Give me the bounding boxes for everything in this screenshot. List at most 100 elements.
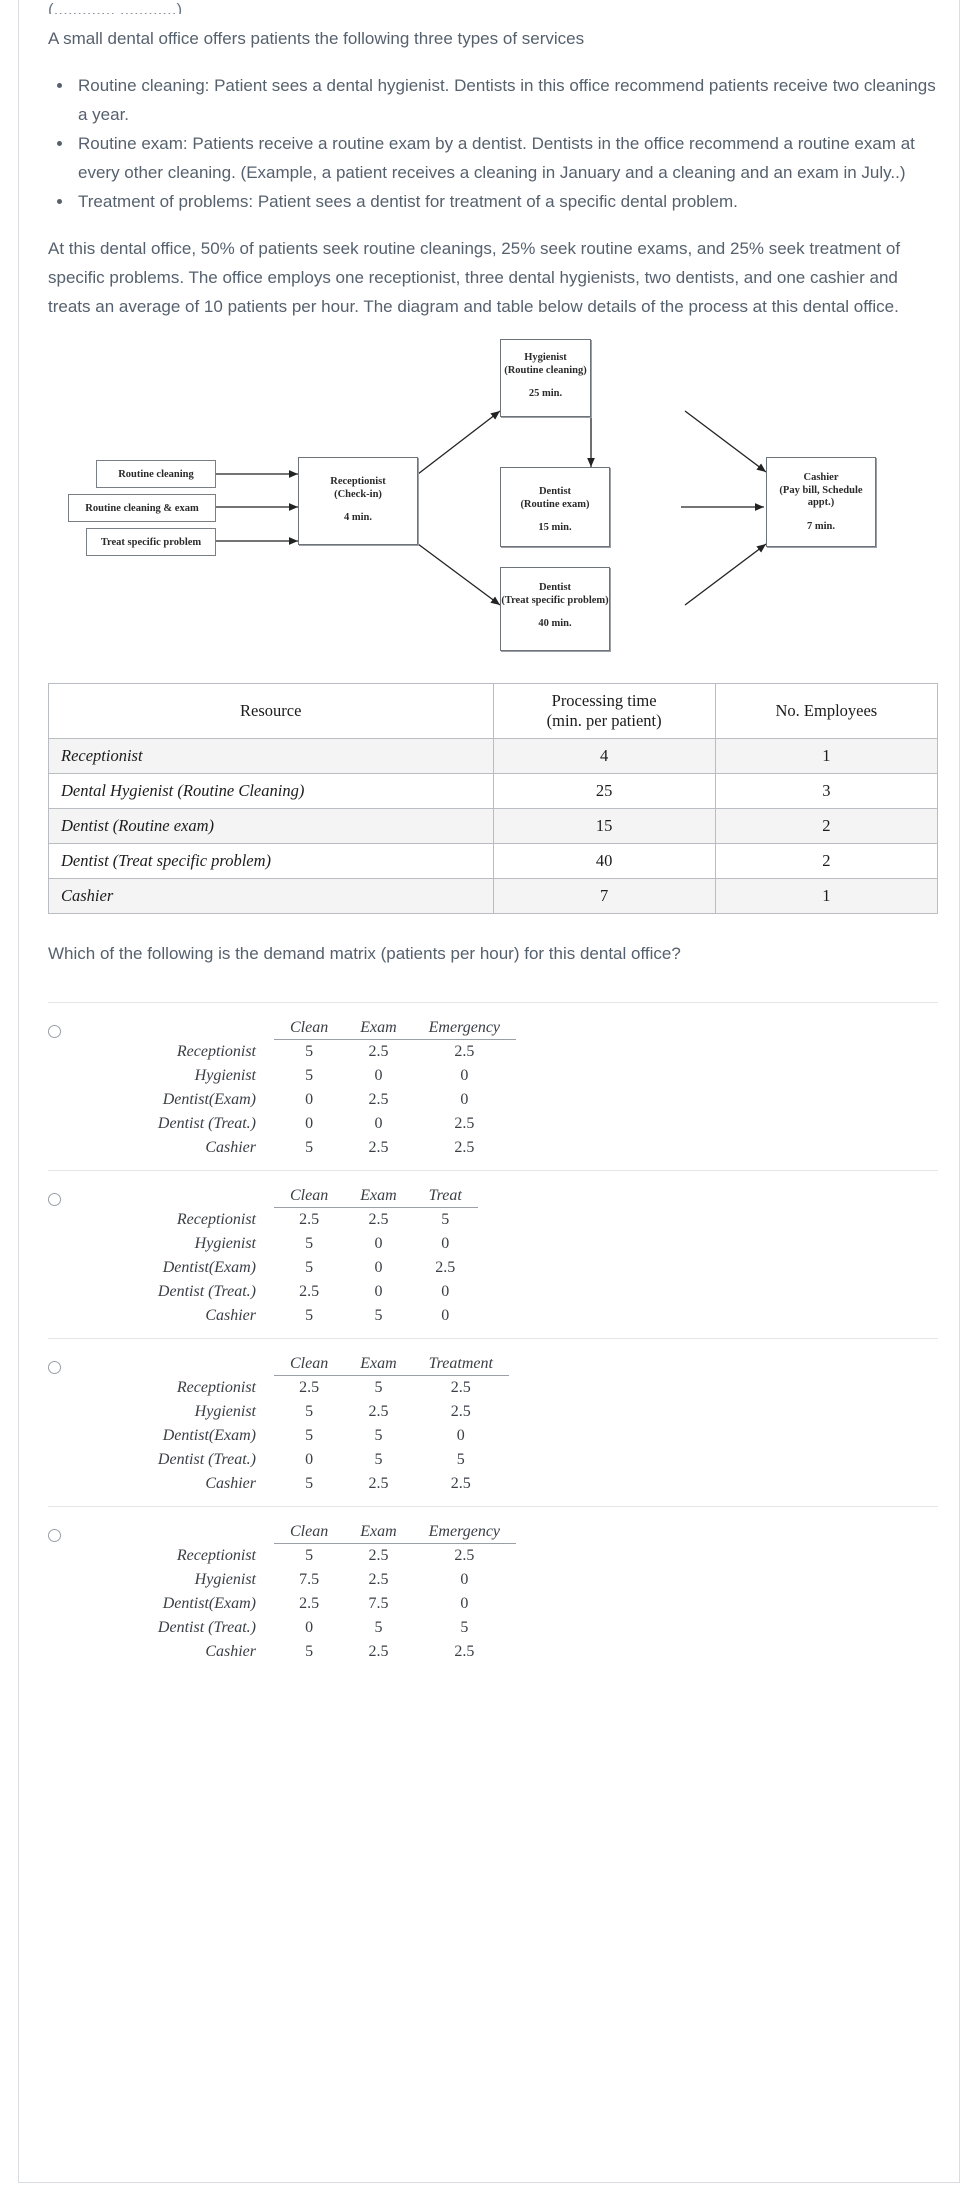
- matrix-col-header: Emergency: [412, 1523, 517, 1544]
- col-header-processing-time: Processing time (min. per patient): [492, 683, 716, 739]
- radio-button[interactable]: [48, 1361, 61, 1374]
- matrix-value-cell: 2.5: [368, 1571, 389, 1588]
- node-time: 4 min.: [343, 512, 372, 523]
- cell-employees: 1: [714, 878, 939, 914]
- matrix-col-header: Treatment: [412, 1355, 509, 1376]
- matrix-value-cell: 0: [374, 1283, 383, 1300]
- matrix-value-cell: 5: [374, 1307, 383, 1324]
- service-type-list: Routine cleaning: Patient sees a dental …: [48, 71, 938, 216]
- matrix-corner-cell: [92, 1019, 274, 1040]
- col-header-line: Processing time: [551, 691, 657, 710]
- matrix-value-cell: 5: [305, 1043, 314, 1060]
- matrix-row-label: Hygienist: [194, 1067, 256, 1084]
- matrix-row-label: Receptionist: [176, 1042, 256, 1060]
- node-time: 15 min.: [538, 522, 572, 533]
- col-header-resource: Resource: [48, 683, 494, 739]
- matrix-value-cell: 2.5: [368, 1403, 389, 1420]
- matrix-value-cell: 2.5: [450, 1403, 471, 1420]
- matrix-row-label: Dentist (Treat.): [157, 1283, 256, 1300]
- cell-resource: Receptionist: [48, 738, 494, 774]
- matrix-value-cell: 0: [305, 1619, 314, 1636]
- node-subtitle: (Treat specific problem): [501, 594, 609, 606]
- matrix-row-label: Dentist(Exam): [162, 1259, 256, 1276]
- table-row: Cashier 7 1: [48, 878, 939, 914]
- cell-resource: Dental Hygienist (Routine Cleaning): [48, 773, 494, 809]
- clipped-top-line: (............, ............): [48, 0, 183, 14]
- diagram-node-cashier: Cashier (Pay bill, Schedule appt.) 7 min…: [766, 457, 876, 547]
- table-row: Dentist (Routine exam) 15 2: [48, 808, 939, 844]
- matrix-value-cell: 5: [374, 1379, 383, 1396]
- matrix-value-cell: 0: [305, 1091, 314, 1108]
- matrix-row: Receptionist 2.5 5 2.5: [92, 1376, 509, 1401]
- matrix-value-cell: 5: [305, 1475, 314, 1492]
- node-title: Dentist: [538, 582, 572, 593]
- matrix-value-cell: 0: [305, 1451, 314, 1468]
- matrix-row-label: Dentist(Exam): [162, 1595, 256, 1612]
- matrix-row-label: Hygienist: [194, 1403, 256, 1420]
- node-subtitle: (Pay bill, Schedule appt.): [779, 484, 863, 509]
- matrix-col-header: Clean: [274, 1355, 345, 1376]
- matrix-value-cell: 5: [305, 1427, 314, 1444]
- matrix-value-cell: 5: [305, 1259, 314, 1276]
- matrix-value-cell: 5: [305, 1307, 314, 1324]
- table-row: Receptionist 4 1: [48, 738, 939, 774]
- matrix-row-label: Receptionist: [176, 1378, 256, 1396]
- matrix-value-cell: 2.5: [368, 1043, 389, 1060]
- diagram-input-label: Treat specific problem: [100, 537, 202, 548]
- node-subtitle: (Routine cleaning): [504, 364, 587, 376]
- cell-resource: Dentist (Treat specific problem): [48, 843, 494, 879]
- matrix-value-cell: 5: [460, 1619, 469, 1636]
- radio-button[interactable]: [48, 1025, 61, 1038]
- radio-button[interactable]: [48, 1529, 61, 1542]
- matrix-value-cell: 0: [374, 1067, 383, 1084]
- question-content: A small dental office offers patients th…: [48, 24, 939, 1674]
- matrix-value-cell: 0: [374, 1115, 383, 1132]
- diagram-node-dentist-treat-problem: Dentist (Treat specific problem) 40 min.: [500, 567, 610, 651]
- matrix-corner-cell: [92, 1187, 274, 1208]
- cell-time: 25: [492, 773, 716, 809]
- diagram-input-treat-specific-problem: Treat specific problem: [86, 528, 216, 556]
- matrix-col-header: Clean: [274, 1019, 345, 1040]
- list-item: Routine exam: Patients receive a routine…: [74, 129, 938, 187]
- matrix-col-header: Exam: [344, 1355, 413, 1376]
- matrix-value-cell: 5: [305, 1067, 314, 1084]
- matrix-value-cell: 0: [460, 1067, 469, 1084]
- matrix-value-cell: 2.5: [299, 1379, 320, 1396]
- node-subtitle: (Check-in): [334, 488, 382, 500]
- matrix-col-header: Emergency: [412, 1019, 517, 1040]
- matrix-corner-cell: [92, 1355, 274, 1376]
- matrix-value-cell: 0: [305, 1115, 314, 1132]
- matrix-value-cell: 5: [305, 1403, 314, 1420]
- matrix-row: Hygienist 5 0 0: [92, 1064, 516, 1088]
- diagram-input-label: Routine cleaning & exam: [85, 503, 199, 514]
- matrix-value-cell: 2.5: [454, 1547, 475, 1564]
- matrix-corner-cell: [92, 1523, 274, 1544]
- matrix-row-label: Hygienist: [194, 1235, 256, 1252]
- table-row: Dentist (Treat specific problem) 40 2: [48, 843, 939, 879]
- process-description-paragraph: At this dental office, 50% of patients s…: [48, 239, 901, 316]
- radio-button[interactable]: [48, 1193, 61, 1206]
- matrix-value-cell: 2.5: [450, 1379, 471, 1396]
- table-row: Dental Hygienist (Routine Cleaning) 25 3: [48, 773, 939, 809]
- node-title: Cashier: [803, 472, 839, 483]
- matrix-value-cell: 5: [305, 1547, 314, 1564]
- matrix-col-header: Exam: [344, 1523, 413, 1544]
- matrix-value-cell: 2.5: [299, 1283, 320, 1300]
- cell-employees: 1: [714, 738, 939, 774]
